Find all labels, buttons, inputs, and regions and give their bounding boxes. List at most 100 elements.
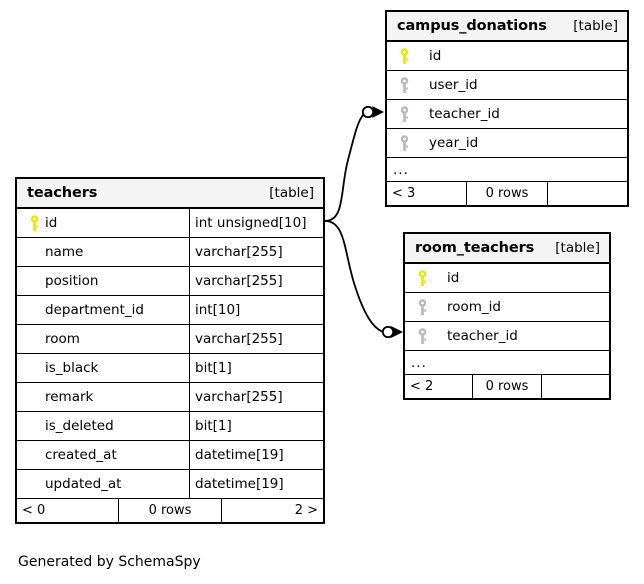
- row-count: 0 rows: [118, 499, 222, 522]
- column-type: datetime[19]: [189, 470, 323, 498]
- parent-count: < 0: [22, 503, 46, 518]
- more-columns-indicator: ...: [405, 351, 609, 375]
- table-footer: < 3 0 rows: [387, 182, 627, 205]
- primary-key-icon: [23, 214, 45, 232]
- column-label: teacher_id: [447, 328, 518, 344]
- foreign-key-icon: [393, 76, 415, 94]
- foreign-key-icon: [393, 134, 415, 152]
- column-name-cell: id: [387, 42, 627, 70]
- generated-by-caption: Generated by SchemaSpy: [18, 554, 201, 570]
- column-type: varchar[255]: [189, 383, 323, 411]
- column-label: teacher_id: [429, 106, 500, 122]
- column-label: is_deleted: [45, 418, 114, 434]
- column-label: department_id: [45, 302, 144, 318]
- crowsfoot-circle: [381, 325, 395, 339]
- column-name-cell: name: [17, 238, 189, 266]
- row-count: 0 rows: [472, 375, 542, 398]
- column-row[interactable]: department_id int[10]: [17, 296, 323, 325]
- column-label: user_id: [429, 77, 478, 93]
- column-type: datetime[19]: [189, 441, 323, 469]
- table-type-tag: [table]: [573, 18, 618, 34]
- table-footer: < 2 0 rows: [405, 375, 609, 398]
- column-name-cell: teacher_id: [405, 322, 609, 350]
- column-label: year_id: [429, 135, 479, 151]
- foreign-key-icon: [393, 105, 415, 123]
- column-row[interactable]: updated_at datetime[19]: [17, 470, 323, 499]
- relationship-teachers-campus_donations: [324, 105, 384, 222]
- column-label: updated_at: [45, 476, 122, 492]
- column-type: bit[1]: [189, 412, 323, 440]
- column-row[interactable]: id: [387, 42, 627, 71]
- table-title: room_teachers: [415, 240, 535, 256]
- table-type-tag: [table]: [555, 240, 600, 256]
- column-name-cell: year_id: [387, 129, 627, 157]
- column-name-cell: is_deleted: [17, 412, 189, 440]
- child-count: 2 >: [294, 503, 318, 518]
- foreign-key-icon: [411, 298, 433, 316]
- column-label: created_at: [45, 447, 117, 463]
- column-type: varchar[255]: [189, 325, 323, 353]
- column-row[interactable]: room varchar[255]: [17, 325, 323, 354]
- row-count: 0 rows: [466, 182, 548, 205]
- column-label: id: [447, 270, 460, 286]
- column-name-cell: is_black: [17, 354, 189, 382]
- foreign-key-icon: [411, 327, 433, 345]
- relationship-teachers-room_teachers: [324, 220, 403, 339]
- column-type: varchar[255]: [189, 238, 323, 266]
- table-header: room_teachers [table]: [405, 234, 609, 264]
- crowsfoot-circle: [361, 105, 375, 119]
- column-row[interactable]: room_id: [405, 293, 609, 322]
- column-row[interactable]: teacher_id: [405, 322, 609, 351]
- arrowhead: [372, 106, 384, 118]
- column-name-cell: teacher_id: [387, 100, 627, 128]
- child-count: [548, 182, 627, 205]
- column-label: is_black: [45, 360, 99, 376]
- more-columns-indicator: ...: [387, 158, 627, 182]
- column-row[interactable]: id: [405, 264, 609, 293]
- column-label: name: [45, 244, 84, 260]
- column-label: room_id: [447, 299, 501, 315]
- column-name-cell: id: [17, 209, 189, 237]
- column-name-cell: room_id: [405, 293, 609, 321]
- column-type: varchar[255]: [189, 267, 323, 295]
- column-row[interactable]: user_id: [387, 71, 627, 100]
- table-title: campus_donations: [397, 18, 547, 34]
- table-type-tag: [table]: [269, 185, 314, 201]
- table-header: campus_donations [table]: [387, 12, 627, 42]
- column-row[interactable]: is_black bit[1]: [17, 354, 323, 383]
- table-teachers[interactable]: teachers [table] id int unsigned[10]: [15, 177, 325, 524]
- arrowhead: [391, 326, 403, 338]
- column-name-cell: created_at: [17, 441, 189, 469]
- column-label: position: [45, 273, 99, 289]
- column-name-cell: remark: [17, 383, 189, 411]
- column-row[interactable]: created_at datetime[19]: [17, 441, 323, 470]
- column-name-cell: position: [17, 267, 189, 295]
- column-row[interactable]: year_id: [387, 129, 627, 158]
- column-row[interactable]: id int unsigned[10]: [17, 209, 323, 238]
- column-name-cell: updated_at: [17, 470, 189, 498]
- column-label: room: [45, 331, 80, 347]
- column-row[interactable]: remark varchar[255]: [17, 383, 323, 412]
- child-count: [542, 375, 609, 398]
- column-name-cell: user_id: [387, 71, 627, 99]
- parent-count: < 2: [410, 379, 434, 394]
- column-name-cell: department_id: [17, 296, 189, 324]
- column-row[interactable]: position varchar[255]: [17, 267, 323, 296]
- table-title: teachers: [27, 185, 98, 201]
- table-footer: < 0 0 rows 2 >: [17, 499, 323, 522]
- primary-key-icon: [393, 47, 415, 65]
- column-type: int[10]: [189, 296, 323, 324]
- primary-key-icon: [411, 269, 433, 287]
- column-name-cell: id: [405, 264, 609, 292]
- table-campus_donations[interactable]: campus_donations [table] id: [385, 10, 629, 207]
- column-label: id: [45, 215, 58, 231]
- column-row[interactable]: teacher_id: [387, 100, 627, 129]
- column-row[interactable]: is_deleted bit[1]: [17, 412, 323, 441]
- column-row[interactable]: name varchar[255]: [17, 238, 323, 267]
- table-header: teachers [table]: [17, 179, 323, 209]
- column-type: bit[1]: [189, 354, 323, 382]
- column-name-cell: room: [17, 325, 189, 353]
- parent-count: < 3: [392, 186, 416, 201]
- table-room_teachers[interactable]: room_teachers [table] id: [403, 232, 611, 400]
